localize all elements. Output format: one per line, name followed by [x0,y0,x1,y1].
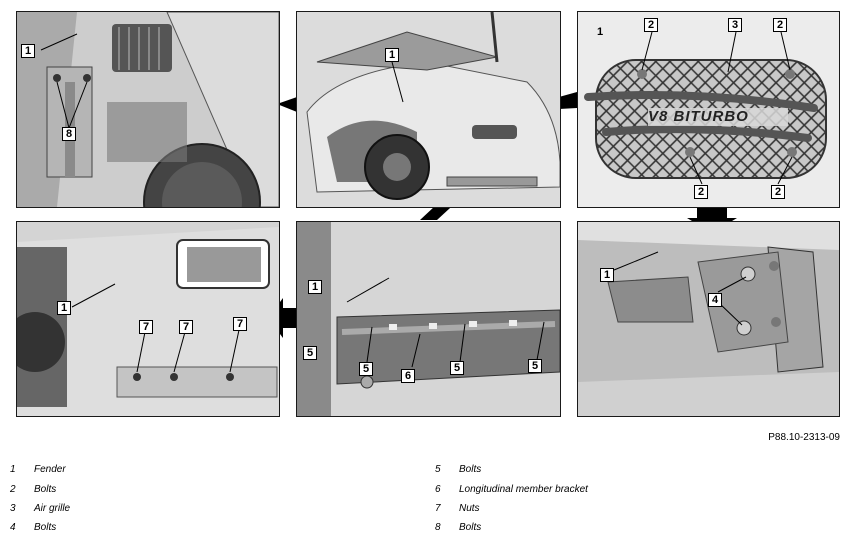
member-bracket-illustration [297,222,560,416]
legend-number: 6 [435,484,441,495]
legend-number: 8 [435,522,441,533]
callout-bolts-4: 4 [708,293,723,307]
zoom-wedge-left [277,97,297,112]
v8-biturbo-badge: V8 BITURBO [648,108,749,125]
callout-fender: 1 [597,26,604,38]
legend-label: Nuts [459,503,480,514]
callout-air-grille: 3 [728,18,743,32]
callout-fender: 1 [308,280,323,294]
callout-fender: 1 [57,301,72,315]
legend-number: 3 [10,503,16,514]
legend-label: Bolts [459,464,482,475]
legend-number: 5 [435,464,441,475]
legend-label: Bolts [34,522,57,533]
callout-nuts-7: 7 [139,320,154,334]
air-grille-illustration [578,12,839,207]
callout-bolts-2: 2 [644,18,659,32]
callout-nuts-7: 7 [233,317,248,331]
panel-grille-bolts: 1 4 [577,221,840,417]
legend-number: 2 [10,484,16,495]
callout-fender: 1 [21,44,36,58]
callout-fender: 1 [385,48,400,62]
callout-longitudinal-member-bracket: 6 [401,369,416,383]
reference-code: P88.10-2313-09 [768,432,840,443]
callout-bolts-2: 2 [771,185,786,199]
callout-bolts-5: 5 [450,361,465,375]
legend-label: Fender [34,464,66,475]
callout-bolts-2: 2 [694,185,709,199]
legend-label: Bolts [34,484,57,495]
panel-wheel-arch: 1 8 [16,11,280,208]
panel-air-grille: V8 BITURBO 1 2 3 2 2 2 [577,11,840,208]
panel-fender-nuts: 1 7 7 7 [16,221,280,417]
callout-bolts-8: 8 [62,127,77,141]
legend-number: 1 [10,464,16,475]
legend-label: Bolts [459,522,482,533]
legend-label: Air grille [34,503,71,514]
panel-member-bracket: 1 5 5 6 5 5 [296,221,561,417]
wheel-arch-illustration [17,12,279,207]
car-overview-illustration [297,12,560,207]
legend-label: Longitudinal member bracket [459,484,588,495]
callout-fender: 1 [600,268,615,282]
fender-nuts-illustration [17,222,279,416]
panel-car-overview: 1 [296,11,561,208]
callout-nuts-7: 7 [179,320,194,334]
callout-bolts-5: 5 [528,359,543,373]
grille-bolts-illustration [578,222,839,416]
legend-number: 4 [10,522,16,533]
callout-bolts-5: 5 [303,346,318,360]
legend-number: 7 [435,503,441,514]
callout-bolts-5: 5 [359,362,374,376]
callout-bolts-2: 2 [773,18,788,32]
